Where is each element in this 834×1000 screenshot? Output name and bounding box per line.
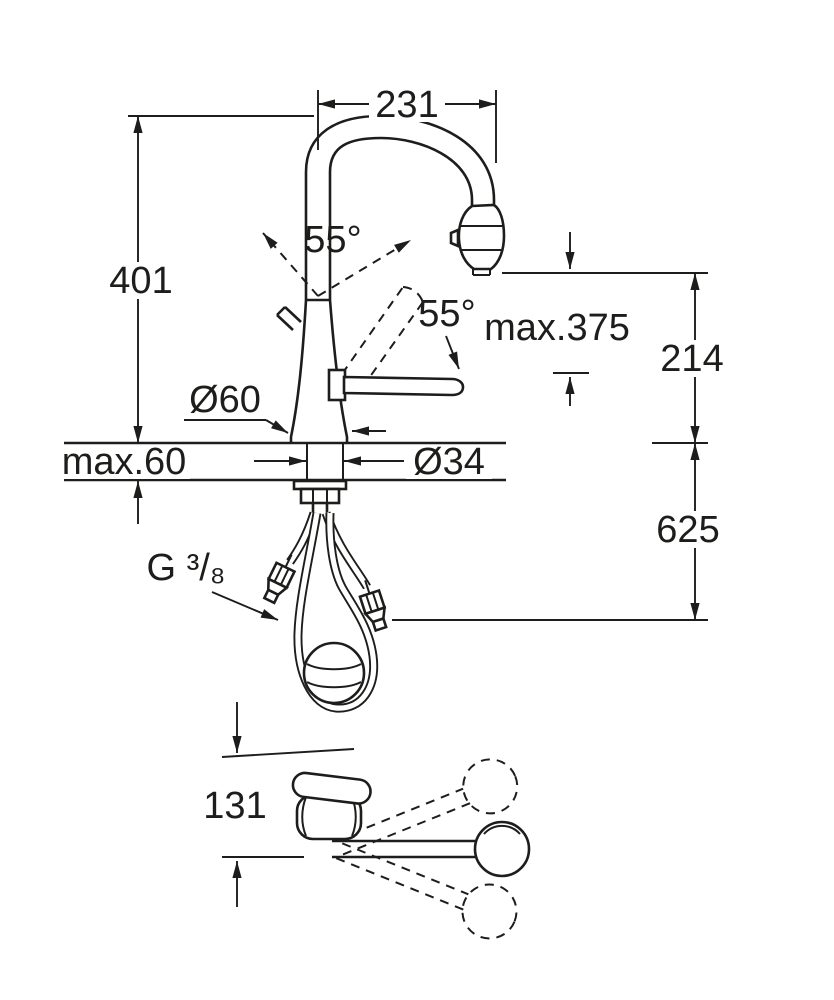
dim-label-plan-height: 131 xyxy=(203,785,266,827)
swivel-position-lower xyxy=(335,842,518,940)
dimension-outlet-height: 214 xyxy=(502,272,736,444)
handle-alt-position xyxy=(276,306,302,331)
dim-label-outlet-height: 214 xyxy=(660,338,723,380)
under-counter-mounting xyxy=(292,479,348,514)
lever-raised-position xyxy=(341,286,460,389)
lever-hub xyxy=(327,368,347,402)
dimension-max-outlet-height: max.375 xyxy=(484,232,630,406)
lever-handle xyxy=(342,375,465,397)
dim-label-swivel-angle: 55° xyxy=(304,219,361,261)
spout-inner-edge xyxy=(328,136,474,300)
plan-lever xyxy=(291,771,372,805)
dimension-hole-diameter: Ø34 xyxy=(254,441,492,483)
supply-connector-right xyxy=(358,579,388,633)
dim-label-hose-length: 625 xyxy=(656,509,719,551)
dim-label-max-counter-thickness: max.60 xyxy=(62,441,187,483)
spray-toggle xyxy=(449,228,460,248)
dimension-base-diameter: Ø60 xyxy=(184,379,386,436)
dimension-spout-reach: 231 xyxy=(317,84,497,163)
dim-label-max-outlet-height: max.375 xyxy=(484,307,630,349)
supply-connector-left xyxy=(262,554,297,605)
hoses xyxy=(286,511,379,713)
body-left-edge xyxy=(289,299,308,443)
dim-label-connection-thread: G ³/₈ xyxy=(146,547,225,589)
thread-callout: G ³/₈ xyxy=(146,547,279,621)
hose-weight xyxy=(302,641,366,705)
dim-label-spout-reach: 231 xyxy=(375,84,438,126)
plan-spout-tube xyxy=(332,839,478,859)
dimension-hose-length: 625 xyxy=(392,443,730,621)
plan-view xyxy=(291,758,531,940)
dim-label-hole-diameter: Ø34 xyxy=(413,441,485,483)
shank xyxy=(311,503,329,514)
spout-outer-edge xyxy=(304,114,496,300)
aerator xyxy=(472,269,491,276)
plan-spray-head xyxy=(473,820,531,878)
dim-label-lever-angle: 55° xyxy=(418,293,475,335)
dimension-plan-height: 131 xyxy=(203,702,355,907)
pullout-spray-head xyxy=(457,203,506,271)
faucet-elevation xyxy=(276,114,506,479)
deck-hole-edges xyxy=(306,444,344,479)
dimension-max-counter-thickness: max.60 xyxy=(58,441,190,524)
dim-label-base-diameter: Ø60 xyxy=(189,379,261,421)
dim-label-overall-height: 401 xyxy=(109,260,172,302)
dimension-overall-height: 401 xyxy=(102,115,314,443)
swivel-angle-indicator xyxy=(262,232,412,297)
mounting-nut xyxy=(299,487,341,505)
